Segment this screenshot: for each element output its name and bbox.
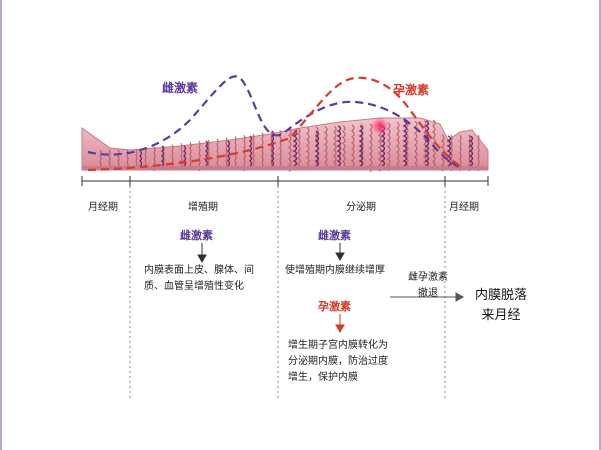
gland-mark — [252, 133, 255, 171]
hormone-withdrawal-line1: 雌孕激素 — [408, 272, 448, 283]
spiral-artery-mark — [314, 130, 320, 167]
gland-mark — [288, 128, 292, 172]
phase-label-menstrual-right: 月经期 — [449, 202, 479, 213]
gland-mark — [135, 148, 138, 168]
endometrium-illustration — [81, 117, 489, 173]
spiral-artery-mark — [292, 130, 298, 167]
spiral-artery-mark — [402, 120, 408, 167]
spiral-artery-mark — [468, 135, 474, 167]
gland-mark — [297, 127, 301, 171]
gland-mark — [396, 121, 400, 171]
spiral-artery-mark — [226, 140, 231, 167]
gland-mark — [369, 123, 373, 173]
menstruation-result-line1: 内膜脱落 — [474, 288, 527, 303]
gland-mark — [207, 139, 210, 171]
spiral-artery-mark — [204, 140, 209, 167]
spiral-artery-mark — [270, 130, 275, 167]
secretory-progesterone-effect-text: 增生期子宫内膜转化为分泌期内膜，防治过度增生，保护内膜 — [288, 340, 388, 383]
estrogen-curve — [87, 75, 463, 170]
spiral-artery-mark — [424, 120, 430, 167]
gland-mark — [198, 140, 201, 172]
hormone-withdrawal-line2: 撤退 — [418, 288, 438, 299]
gland-mark — [432, 119, 436, 169]
gland-mark — [279, 130, 282, 167]
spiral-artery-mark — [336, 125, 342, 167]
progesterone-curve-label: 孕激素 — [393, 83, 430, 97]
gland-mark — [405, 121, 409, 171]
phase-dividers — [129, 186, 446, 398]
gland-mark — [387, 122, 391, 172]
gland-mark — [144, 147, 147, 167]
proliferative-effect-text: 内膜表面上皮、腺体、间质、血管呈增殖性变化 — [144, 265, 254, 292]
gland-mark — [342, 124, 346, 168]
gland-mark — [216, 138, 219, 170]
menstruation-result-line2: 来月经 — [481, 308, 521, 323]
secretory-estrogen-label: 雌激素 — [318, 229, 351, 242]
gland-mark — [351, 124, 355, 168]
gland-mark — [243, 134, 246, 172]
detail-arrows — [197, 243, 345, 264]
hormone-withdrawal-label: 雌孕激素 撤退 — [401, 270, 455, 302]
frame-left-edge — [0, 0, 2, 450]
estrogen-curve-label: 雌激素 — [162, 81, 199, 95]
gland-mark — [324, 126, 328, 169]
phase-label-secretory: 分泌期 — [346, 202, 376, 213]
gland-mark — [441, 134, 445, 172]
progesterone-curve — [87, 76, 463, 172]
ovulation-spot — [371, 117, 389, 135]
phase-label-proliferative: 增殖期 — [188, 202, 218, 213]
frame-right-edge — [599, 0, 601, 450]
gland-mark — [189, 141, 192, 167]
phase-label-menstrual-left: 月经期 — [88, 202, 118, 213]
phase-timeline — [81, 176, 489, 186]
withdrawal-arrow — [390, 292, 465, 302]
gland-mark — [306, 127, 310, 171]
gland-mark — [108, 149, 111, 169]
gland-mark — [117, 149, 120, 169]
progesterone-arrow — [335, 314, 345, 334]
secretory-estrogen-effect-text: 使增殖期内膜继续增厚 — [285, 265, 385, 276]
spiral-artery-mark — [138, 150, 143, 167]
spiral-artery-mark — [446, 135, 452, 167]
gland-mark — [225, 137, 228, 168]
gland-mark — [333, 125, 337, 169]
gland-mark — [459, 134, 462, 172]
proliferative-hormone-label: 雌激素 — [180, 229, 213, 242]
gland-mark — [234, 136, 237, 167]
gland-mark — [99, 149, 102, 169]
secretory-progesterone-label: 孕激素 — [318, 300, 351, 313]
gland-mark — [261, 132, 264, 170]
spiral-artery-mark — [358, 125, 364, 167]
gland-mark — [270, 131, 273, 169]
gland-mark — [477, 134, 480, 172]
menstruation-result: 内膜脱落 来月经 — [466, 286, 536, 326]
spiral-artery-mark — [160, 145, 165, 167]
